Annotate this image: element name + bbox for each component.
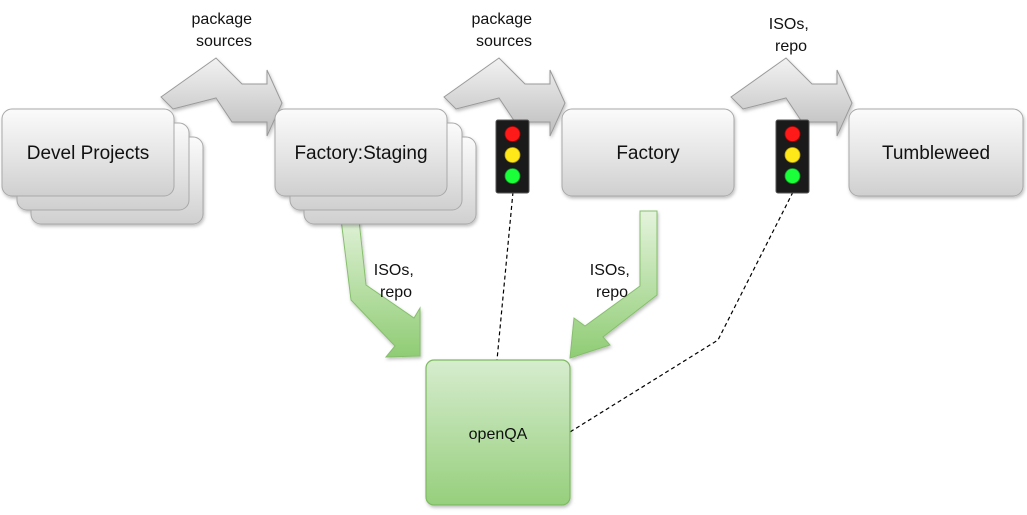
edge-label-factory-openqa: ISOs, repo <box>590 262 634 301</box>
edge-label-staging-openqa: ISOs, repo <box>374 262 418 301</box>
edge-label-factory-tumbleweed: ISOs, repo <box>769 16 813 55</box>
arrow-factory-to-tumbleweed <box>730 57 853 137</box>
arrow-staging-to-openqa <box>339 210 421 358</box>
traffic-light-icon <box>775 119 810 194</box>
connectors <box>496 191 794 433</box>
factory-staging-label: Factory:Staging <box>294 143 427 164</box>
openqa-box <box>425 359 571 506</box>
staging-light-connector <box>496 191 514 361</box>
factory-staging-stack <box>274 108 477 225</box>
arrow-factory-to-openqa <box>569 210 658 359</box>
factory-box <box>561 108 735 197</box>
tumbleweed-label: Tumbleweed <box>882 143 990 164</box>
edge-label-staging-factory: package sources <box>472 11 537 50</box>
edge-label-devel-staging: package sources <box>192 11 257 50</box>
factory-label: Factory <box>616 143 680 164</box>
tumbleweed-box <box>848 108 1024 197</box>
arrow-staging-to-factory <box>443 57 566 137</box>
devel-projects-label: Devel Projects <box>27 143 150 164</box>
openqa-label: openQA <box>469 426 528 443</box>
traffic-light-icon <box>495 119 530 194</box>
devel-projects-stack <box>1 108 204 225</box>
factory-light-connector <box>569 191 794 433</box>
